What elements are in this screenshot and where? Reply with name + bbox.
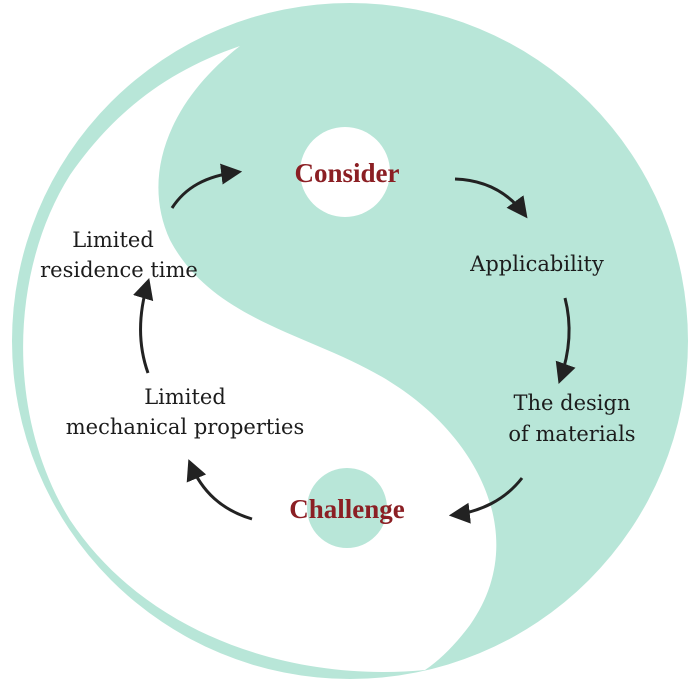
- design-label-line2: of materials: [508, 422, 636, 446]
- design-label-line1: The design: [513, 391, 631, 415]
- arrow-consider-to-applicability: [454, 177, 528, 219]
- arrow-challenge-to-mechanical: [186, 459, 253, 521]
- residence-label-line1: Limited: [72, 228, 154, 252]
- mechanical-label-line1: Limited: [144, 385, 226, 409]
- arrow-left-to-consider: [170, 163, 243, 209]
- mechanical-label-line2: mechanical properties: [65, 415, 305, 439]
- arrow-applicability-to-design: [555, 297, 576, 384]
- residence-label-line2: residence time: [40, 258, 198, 282]
- challenge-label: Challenge: [289, 494, 405, 524]
- arrow-design-to-challenge: [448, 477, 524, 524]
- top-eye: [300, 127, 390, 217]
- applicability-label: Applicability: [470, 252, 604, 276]
- arrow-mechanical-to-residence: [133, 277, 154, 374]
- bottom-eye: [307, 468, 387, 548]
- consider-label: Consider: [294, 158, 400, 188]
